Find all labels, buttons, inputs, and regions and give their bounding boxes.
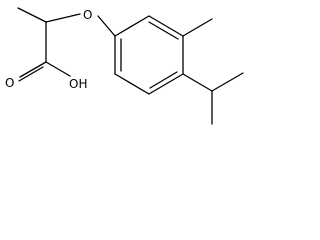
molecule-structure: O O OH — [5, 7, 244, 125]
bond-carbonyl-outer — [19, 61, 47, 78]
bond-ring-c2-c3 — [148, 15, 184, 37]
bond-methyl-alpha — [17, 7, 47, 23]
bond-alpha-ether-oxygen — [45, 13, 81, 23]
bond-ring-isopropyl — [182, 73, 213, 92]
bond-ring-methyl — [182, 18, 213, 37]
bond-ring-inner-c4-c5 — [149, 71, 178, 89]
hydroxyl-label: OH — [69, 77, 87, 91]
bond-carboxyl-hydroxyl — [45, 61, 71, 77]
bond-ether-oxygen-ring — [97, 15, 116, 37]
ether-oxygen-label: O — [83, 8, 92, 22]
bond-ring-inner-c2-c3 — [148, 21, 179, 40]
carbonyl-oxygen-label: O — [5, 76, 14, 90]
bond-carbonyl-inner — [18, 66, 44, 82]
bond-ring-c1-c2 — [114, 15, 150, 37]
bond-ring-c4-c5 — [148, 73, 184, 95]
bond-isopropyl-methyl-right — [211, 72, 244, 92]
bond-ring-c5-c6 — [114, 73, 150, 95]
